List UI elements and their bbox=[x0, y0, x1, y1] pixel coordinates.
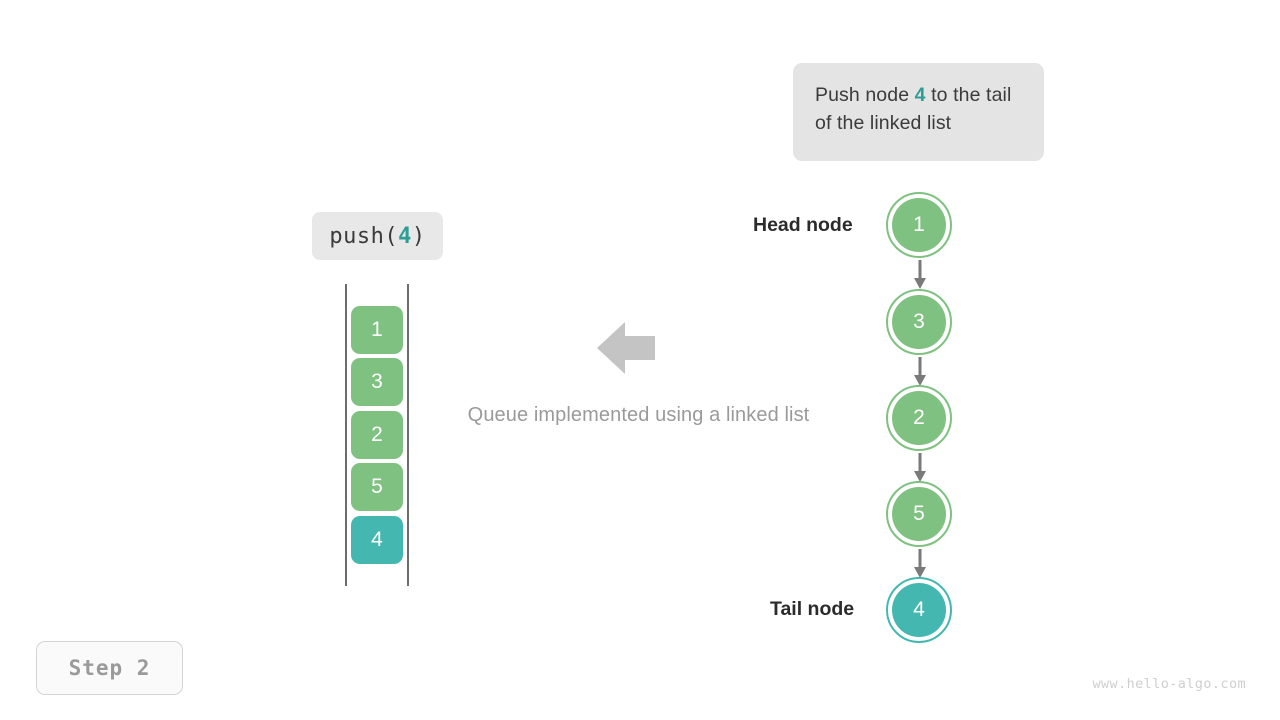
linked-list-node-value: 4 bbox=[892, 583, 946, 637]
linked-list-node[interactable]: 1 bbox=[886, 192, 952, 258]
linked-list-connector-arrow-icon bbox=[912, 453, 928, 483]
linked-list-node-value: 1 bbox=[892, 198, 946, 252]
tail-node-label: Tail node bbox=[770, 598, 855, 620]
linked-list-node[interactable]: 2 bbox=[886, 385, 952, 451]
description-suffix: to the tail of the linked list bbox=[815, 84, 1012, 134]
queue-cell[interactable]: 1 bbox=[351, 306, 403, 354]
linked-list-node[interactable]: 5 bbox=[886, 481, 952, 547]
queue-column: 1 3 2 5 4 bbox=[344, 284, 410, 586]
linked-list-connector-arrow-icon bbox=[912, 260, 928, 290]
structure-caption: Queue implemented using a linked list bbox=[467, 404, 810, 426]
operation-label: push(4) bbox=[312, 212, 443, 260]
operation-name: push( bbox=[329, 223, 399, 249]
linked-list-node-value: 5 bbox=[892, 487, 946, 541]
queue-rail-right bbox=[407, 284, 409, 586]
queue-cell[interactable]: 5 bbox=[351, 463, 403, 511]
linked-list-node[interactable]: 4 bbox=[886, 577, 952, 643]
queue-cell[interactable]: 2 bbox=[351, 411, 403, 459]
step-badge: Step 2 bbox=[36, 641, 183, 695]
linked-list: 1 3 2 5 4 bbox=[886, 192, 954, 644]
linked-list-node[interactable]: 3 bbox=[886, 289, 952, 355]
queue-cell[interactable]: 4 bbox=[351, 516, 403, 564]
description-text: Push node 4 to the tail of the linked li… bbox=[815, 81, 1022, 137]
linked-list-connector-arrow-icon bbox=[912, 549, 928, 579]
description-callout: Push node 4 to the tail of the linked li… bbox=[793, 63, 1044, 161]
description-highlight-value: 4 bbox=[914, 84, 926, 106]
linked-list-connector-arrow-icon bbox=[912, 357, 928, 387]
head-node-label: Head node bbox=[753, 214, 853, 236]
watermark: www.hello-algo.com bbox=[1092, 676, 1246, 692]
linked-list-node-value: 2 bbox=[892, 391, 946, 445]
left-arrow-icon bbox=[596, 321, 656, 375]
queue-cell[interactable]: 3 bbox=[351, 358, 403, 406]
linked-list-node-value: 3 bbox=[892, 295, 946, 349]
queue-rail-left bbox=[345, 284, 347, 586]
description-prefix: Push node bbox=[815, 84, 915, 106]
operation-close-paren: ) bbox=[411, 223, 426, 249]
operation-argument: 4 bbox=[398, 223, 412, 249]
